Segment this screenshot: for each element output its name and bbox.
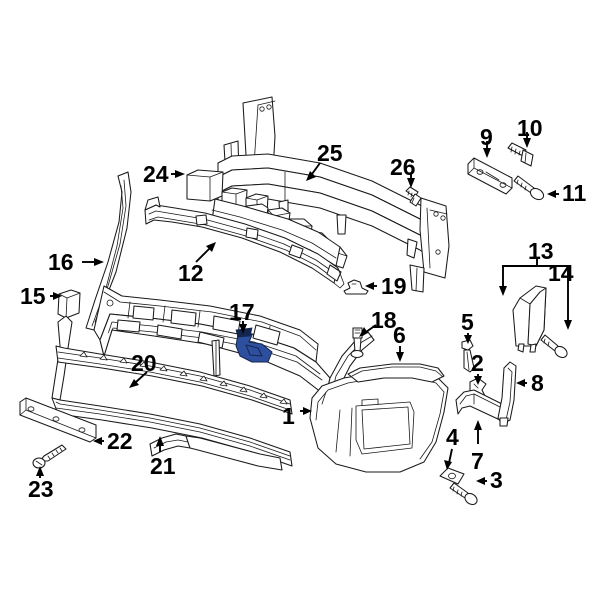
part-front-bumper-cover[interactable]: [309, 371, 449, 473]
callout-number-20[interactable]: 20: [131, 350, 157, 376]
callout-number-22[interactable]: 22: [107, 428, 133, 454]
callout-number-21[interactable]: 21: [150, 453, 176, 479]
part-bumper-cover-bracket-highlighted[interactable]: [235, 327, 273, 363]
part-tow-hook-cover-plate[interactable]: [467, 157, 513, 195]
callout-number-9[interactable]: 9: [480, 124, 493, 150]
callout-number-13[interactable]: 13: [528, 238, 554, 264]
part-beam-mounting-bolt[interactable]: [405, 186, 422, 207]
callout-number-25[interactable]: 25: [317, 140, 343, 166]
callout-number-10[interactable]: 10: [517, 115, 543, 141]
part-flange-bolt[interactable]: [507, 142, 534, 167]
part-long-screw[interactable]: [513, 175, 546, 202]
part-bracket-screw[interactable]: [540, 334, 569, 360]
callout-number-8[interactable]: 8: [531, 370, 544, 396]
callout-number-7[interactable]: 7: [471, 448, 484, 474]
callout-number-1[interactable]: 1: [282, 403, 295, 429]
callout-number-3[interactable]: 3: [490, 467, 503, 493]
part-lower-deflector[interactable]: [51, 315, 293, 467]
part-bolt-screw[interactable]: [449, 482, 479, 507]
part-push-pin-retainer[interactable]: [343, 279, 369, 295]
part-upper-absorber-rail[interactable]: [144, 196, 345, 289]
part-license-plate-bracket[interactable]: [19, 397, 97, 443]
callout-number-15[interactable]: 15: [20, 283, 46, 309]
callout-number-16[interactable]: 16: [48, 249, 74, 275]
part-side-bracket-lower[interactable]: [455, 389, 507, 421]
part-license-plate-screw[interactable]: [32, 444, 67, 469]
callout-number-6[interactable]: 6: [393, 322, 406, 348]
callout-number-18[interactable]: 18: [371, 307, 397, 333]
part-nut-plate[interactable]: [439, 467, 465, 485]
leader-lines: [36, 132, 572, 485]
callout-number-5[interactable]: 5: [461, 309, 474, 335]
callout-number-11[interactable]: 11: [562, 180, 587, 206]
callout-number-12[interactable]: 12: [178, 260, 204, 286]
callout-number-24[interactable]: 24: [143, 161, 169, 187]
part-side-support-rail[interactable]: [497, 361, 517, 427]
callout-number-17[interactable]: 17: [229, 299, 255, 325]
part-hex-flange-bolt[interactable]: [350, 327, 364, 359]
callout-number-14[interactable]: 14: [548, 260, 574, 286]
callout-number-2[interactable]: 2: [471, 350, 484, 376]
part-corner-bracket[interactable]: [512, 285, 547, 353]
callout-number-23[interactable]: 23: [28, 476, 54, 502]
part-lower-valance-trim[interactable]: [347, 363, 445, 383]
callout-number-26[interactable]: 26: [390, 154, 416, 180]
callout-number-19[interactable]: 19: [381, 273, 407, 299]
callout-number-4[interactable]: 4: [446, 424, 459, 450]
part-bumper-energy-absorber[interactable]: [85, 171, 375, 401]
part-end-clip[interactable]: [57, 289, 81, 319]
